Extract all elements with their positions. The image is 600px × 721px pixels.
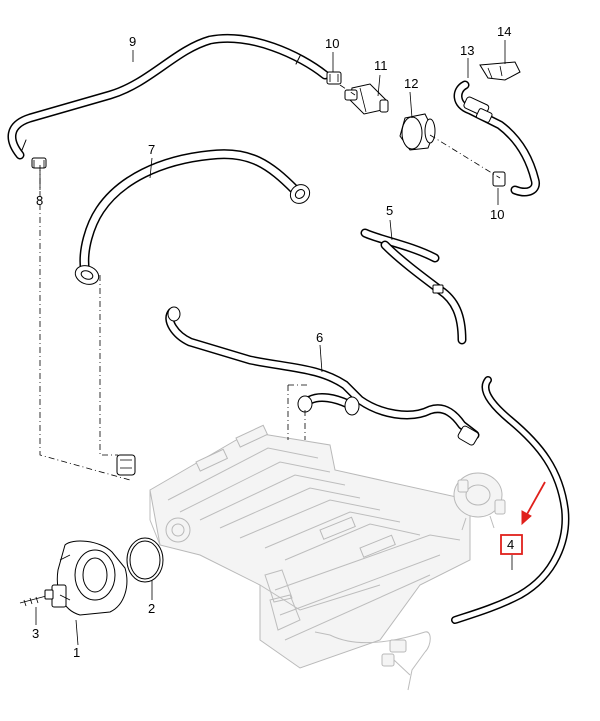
callout-1: 1 (73, 645, 80, 660)
bolt-3 (19, 589, 54, 607)
callout-14: 14 (497, 24, 511, 39)
callout-8: 8 (36, 193, 43, 208)
hose-9 (7, 33, 330, 160)
hose-13 (453, 80, 540, 197)
callout-2: 2 (148, 601, 155, 616)
valve-11 (344, 83, 389, 115)
callout-6: 6 (316, 330, 323, 345)
assembly-lines (39, 84, 501, 481)
sensor-harness (314, 631, 431, 691)
callout-11: 11 (374, 58, 388, 73)
highlight-box (500, 534, 523, 555)
clamp-8 (31, 157, 47, 169)
callout-10-top: 10 (325, 36, 339, 51)
callout-labels: 9 10 11 12 13 14 7 8 5 10 6 2 3 1 (32, 24, 511, 660)
filter-12 (399, 113, 436, 151)
callout-13: 13 (460, 43, 474, 58)
clip-14 (479, 61, 521, 81)
leader-lines (35, 40, 513, 646)
hose-5 (360, 228, 467, 345)
callout-10-bottom: 10 (490, 207, 504, 222)
clamp-10-top (326, 71, 342, 85)
gasket-2 (126, 537, 164, 583)
callout-9: 9 (129, 34, 136, 49)
callout-4: 4 (507, 537, 514, 552)
callout-7: 7 (148, 142, 155, 157)
hose-6 (165, 306, 480, 446)
connector-fitting (116, 454, 136, 476)
intake-manifold (149, 424, 471, 669)
throttle-body-1 (51, 540, 128, 616)
clamp-10-bottom (492, 171, 506, 187)
callout-3: 3 (32, 626, 39, 641)
highlight-callout-4: 4 (500, 481, 546, 555)
hose-4 (451, 376, 570, 624)
hose-7 (74, 149, 311, 285)
highlight-arrow-icon (525, 481, 546, 517)
callout-5: 5 (386, 203, 393, 218)
callout-12: 12 (404, 76, 418, 91)
vacuum-pump (453, 472, 506, 531)
